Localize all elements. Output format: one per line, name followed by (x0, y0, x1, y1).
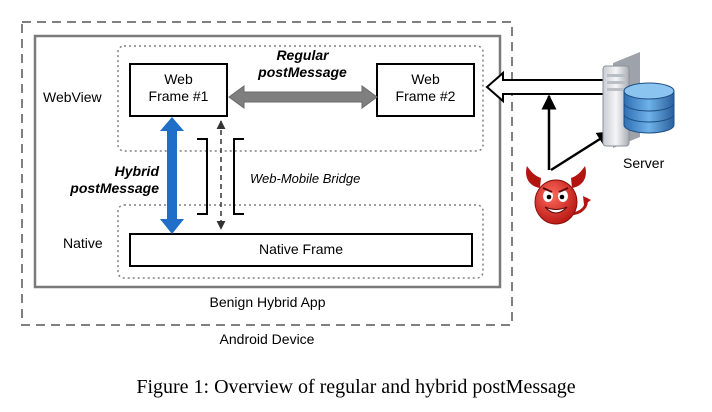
android-device-label: Android Device (219, 331, 315, 347)
webview-label: WebView (43, 89, 102, 105)
regular-postmessage-label: Regular postMessage (258, 47, 347, 80)
web-frame-2-box (376, 63, 475, 117)
native-frame-box (129, 233, 473, 267)
server-database-icon (602, 52, 675, 148)
server-to-webframe-arrow (485, 70, 608, 104)
bridge-right-bracket (233, 138, 244, 215)
hybrid-postmessage-arrow (160, 117, 184, 234)
webview-region (117, 45, 484, 152)
native-label: Native (63, 235, 103, 251)
hybrid-postmessage-label: Hybrid postMessage (70, 163, 159, 196)
native-region (117, 204, 484, 279)
native-frame-label: Native Frame (258, 241, 344, 257)
android-device-border (21, 21, 513, 326)
regular-postmessage-arrow (228, 85, 378, 109)
devil-icon (526, 166, 591, 225)
bridge-label: Web-Mobile Bridge (250, 171, 361, 186)
hybrid-app-border (33, 34, 502, 289)
bridge-left-bracket (197, 138, 208, 215)
figure-caption: Figure 1: Overview of regular and hybrid… (136, 376, 576, 398)
web-frame-2-label: Web Frame #2 (395, 71, 456, 104)
attacker-to-server-arrow (550, 130, 613, 172)
hybrid-app-label: Benign Hybrid App (209, 294, 326, 310)
web-frame-1-box (129, 63, 228, 117)
server-label: Server (623, 155, 665, 171)
web-frame-1-label: Web Frame #1 (148, 71, 209, 104)
